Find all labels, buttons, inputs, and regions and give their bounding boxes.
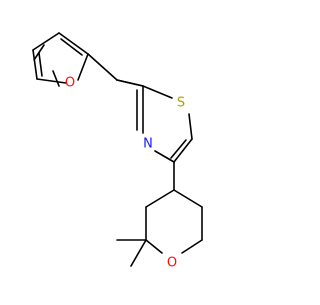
bond-furan-c2-link	[87, 53, 118, 81]
bond-c2-furan	[88, 54, 143, 86]
bond-furan-o-c2	[52, 70, 60, 87]
structure-svg: O S N O	[32, 32, 203, 271]
bond-thiazole-s-c5	[188, 113, 193, 140]
bond-methyl-2	[130, 239, 147, 267]
bond-furan-c3-c2-inner	[60, 38, 83, 56]
molecule-diagram: O S N O	[32, 32, 203, 271]
bond-furan-thiazole	[88, 54, 125, 79]
thiazole-sulfur-label: S	[177, 96, 185, 111]
bond-thiazole-c2-s	[142, 85, 173, 99]
oxane-oxygen-label: O	[167, 256, 177, 271]
bond-furan-c3-c2	[32, 49, 38, 80]
bond-oxane-o-c2	[145, 239, 163, 254]
bond-furan-c2-o	[36, 78, 67, 84]
bond-thiazole-c5-c4	[173, 138, 193, 163]
bond-thiazole-c5-c4-inner	[170, 139, 187, 159]
thiazole-nitrogen-label: N	[143, 137, 153, 152]
bond-oxane-c3-c4	[145, 189, 175, 208]
bond-furan-c2-link-hide	[116, 79, 144, 87]
bond-furan-c5-c4	[58, 32, 89, 55]
bond-furan-c4-c3	[32, 32, 60, 51]
bonds	[32, 32, 203, 267]
bond-thiazole-c4-n	[154, 150, 175, 163]
bond-oxane-c6-o	[181, 239, 203, 254]
bond-furan-c3-c4	[34, 60, 53, 71]
bond-furan-o-c5b	[77, 53, 89, 81]
bond-furan-c2-inner	[38, 52, 43, 77]
bond-oxane-c4-c5	[173, 189, 203, 208]
furan-oxygen-label: O	[65, 76, 75, 91]
atom-labels: O S N O	[65, 76, 185, 271]
